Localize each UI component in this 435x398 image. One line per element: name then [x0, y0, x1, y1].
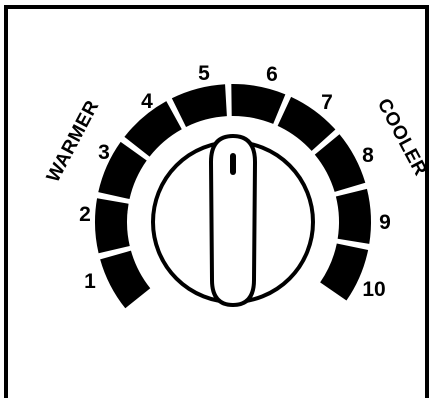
scale-segment-4: [124, 101, 181, 156]
warmer-label: WARMER: [43, 97, 104, 186]
scale-segment-8: [315, 134, 366, 192]
scale-number-4: 4: [141, 90, 153, 113]
scale-number-8: 8: [362, 144, 374, 167]
scale-segment-1: [100, 251, 150, 309]
scale-number-2: 2: [79, 203, 91, 226]
scale-number-7: 7: [321, 91, 333, 114]
control-knob[interactable]: [153, 136, 313, 305]
knob-indicator-mark: [230, 153, 236, 175]
scale-number-9: 9: [379, 211, 391, 234]
cooler-label: COOLER: [373, 95, 431, 179]
scale-segment-6: [231, 84, 285, 124]
scale-segment-5: [172, 84, 227, 127]
scale-segment-10: [320, 243, 368, 300]
scale-segment-2: [95, 198, 130, 253]
scale-segment-9: [336, 189, 371, 244]
scale-number-3: 3: [98, 141, 110, 164]
scale-number-5: 5: [198, 62, 210, 85]
scale-number-10: 10: [362, 278, 385, 301]
scale-number-1: 1: [84, 270, 96, 293]
scale-number-6: 6: [266, 63, 278, 86]
